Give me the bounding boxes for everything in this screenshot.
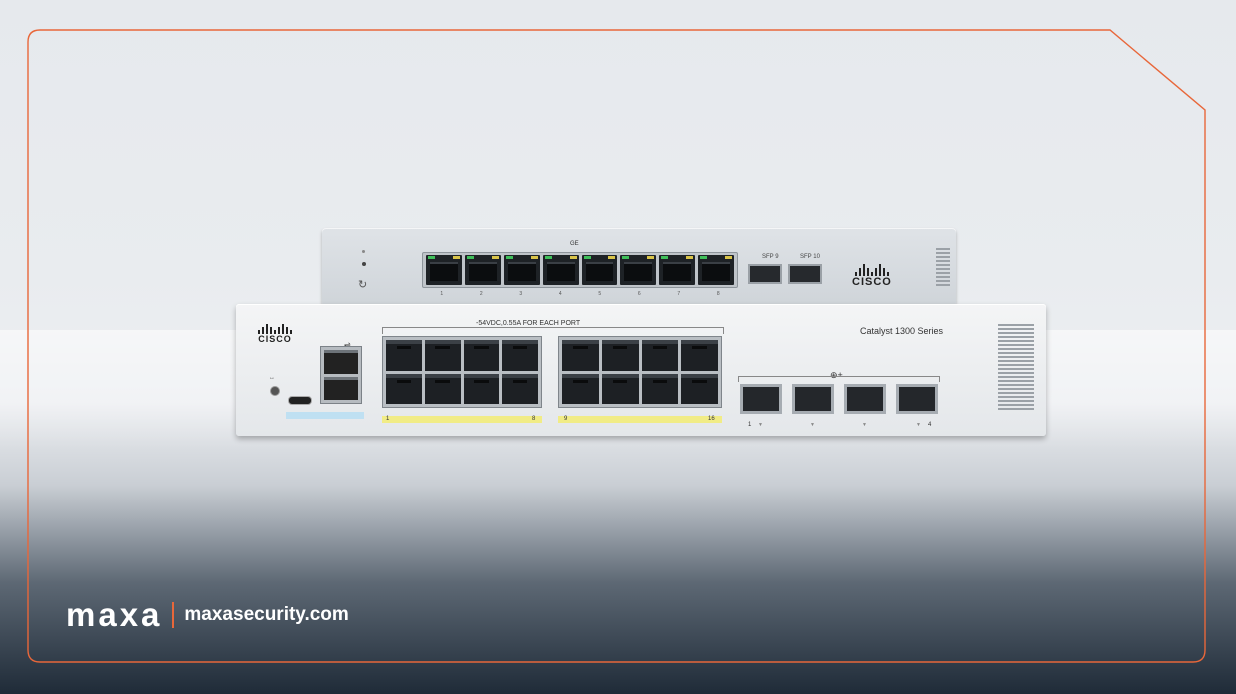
ethernet-port bbox=[659, 255, 696, 285]
usb-icon: ⇌ bbox=[344, 340, 351, 349]
port-number: 5 bbox=[598, 291, 602, 297]
sfp-arrow-icon: ▼ bbox=[758, 422, 763, 428]
ethernet-port bbox=[620, 255, 657, 285]
usb-c-port bbox=[288, 396, 312, 405]
ethernet-port bbox=[641, 373, 679, 404]
port-number: 4 bbox=[558, 291, 562, 297]
poe-label: -54VDC,0.55A FOR EACH PORT bbox=[476, 320, 581, 327]
sfp-number: 1 bbox=[748, 422, 752, 428]
frame-path bbox=[27, 29, 1206, 663]
poe-strip-1 bbox=[382, 416, 542, 423]
reset-icon: ↻ bbox=[358, 279, 368, 291]
management-port bbox=[324, 376, 358, 400]
port-number: 7 bbox=[677, 291, 681, 297]
cisco-logo: CISCO bbox=[852, 264, 892, 288]
sfp-arrow-icon: ▼ bbox=[862, 422, 867, 428]
sfp-port bbox=[748, 264, 782, 284]
status-led bbox=[362, 262, 366, 266]
sfp-port bbox=[740, 384, 782, 414]
ethernet-port bbox=[426, 255, 462, 285]
brand-footer: maxa maxasecurity.com bbox=[66, 598, 349, 631]
ethernet-port bbox=[681, 373, 718, 404]
ethernet-port bbox=[503, 255, 540, 285]
brand-website[interactable]: maxasecurity.com bbox=[184, 603, 349, 625]
cisco-wordmark: CISCO bbox=[852, 276, 892, 288]
top-switch: ↻ GE 1 2 3 4 5 6 7 8 SFP 9 SFP 10 CISCO bbox=[322, 228, 956, 306]
cisco-bars-icon bbox=[258, 322, 292, 334]
brand-logo: maxa bbox=[66, 596, 163, 633]
ethernet-port bbox=[424, 340, 461, 371]
power-led bbox=[362, 250, 365, 253]
cisco-bars-icon bbox=[852, 264, 892, 276]
sfp-port bbox=[896, 384, 938, 414]
ethernet-port bbox=[463, 373, 500, 404]
port-group-bracket bbox=[382, 327, 724, 334]
port-number-row: 1 2 3 4 5 6 7 8 bbox=[422, 291, 738, 297]
ethernet-port bbox=[502, 340, 538, 371]
ethernet-port bbox=[641, 340, 679, 371]
ethernet-port bbox=[542, 255, 579, 285]
ethernet-port bbox=[601, 373, 639, 404]
port-number: 1 bbox=[440, 291, 444, 297]
sfp-port bbox=[844, 384, 886, 414]
sfp-arrow-icon: ▼ bbox=[916, 422, 921, 428]
management-strip bbox=[286, 412, 364, 419]
sfp-port bbox=[792, 384, 834, 414]
ethernet-port bbox=[581, 255, 618, 285]
ethernet-port bbox=[463, 340, 500, 371]
ethernet-port bbox=[386, 340, 422, 371]
cisco-logo: CISCO bbox=[258, 322, 292, 344]
ethernet-port bbox=[601, 340, 639, 371]
ethernet-port bbox=[562, 373, 599, 404]
sfp-arrow-icon: ▼ bbox=[810, 422, 815, 428]
cisco-wordmark: CISCO bbox=[258, 334, 292, 344]
sfp-label: SFP 10 bbox=[800, 254, 820, 260]
sfp-uplink-icon: ⊕+ bbox=[830, 370, 843, 380]
sfp-number: 4 bbox=[928, 422, 932, 428]
bottom-switch: CISCO Catalyst 1300 Series ↔ ⇌ -54VDC,0.… bbox=[236, 304, 1046, 436]
usb-port-block bbox=[320, 346, 362, 404]
console-icon: ↔ bbox=[269, 375, 275, 381]
port-number: 3 bbox=[519, 291, 523, 297]
poe-strip-2 bbox=[558, 416, 722, 423]
port-number: 6 bbox=[637, 291, 641, 297]
vent bbox=[936, 248, 950, 288]
ethernet-port bbox=[562, 340, 599, 371]
ethernet-port bbox=[502, 373, 538, 404]
port-number: 8 bbox=[532, 416, 536, 422]
ethernet-port bbox=[386, 373, 422, 404]
port-number: 1 bbox=[386, 416, 390, 422]
ethernet-port bbox=[681, 340, 718, 371]
port-number: 16 bbox=[708, 416, 715, 422]
port-group-1 bbox=[382, 336, 542, 408]
usb-port bbox=[324, 350, 358, 374]
port-number: 2 bbox=[479, 291, 483, 297]
port-number: 8 bbox=[716, 291, 720, 297]
port-number: 9 bbox=[564, 416, 568, 422]
ethernet-port bbox=[424, 373, 461, 404]
port-group-2 bbox=[558, 336, 722, 408]
ethernet-port-block bbox=[422, 252, 738, 288]
sfp-bracket bbox=[738, 376, 940, 382]
series-label: Catalyst 1300 Series bbox=[860, 326, 944, 336]
port-group-label: GE bbox=[570, 241, 579, 247]
vent bbox=[998, 324, 1034, 410]
sfp-label: SFP 9 bbox=[762, 254, 779, 260]
brand-separator bbox=[172, 601, 175, 628]
ethernet-port bbox=[698, 255, 734, 285]
sfp-port bbox=[788, 264, 822, 284]
ethernet-port bbox=[464, 255, 501, 285]
reset-button bbox=[270, 386, 280, 396]
